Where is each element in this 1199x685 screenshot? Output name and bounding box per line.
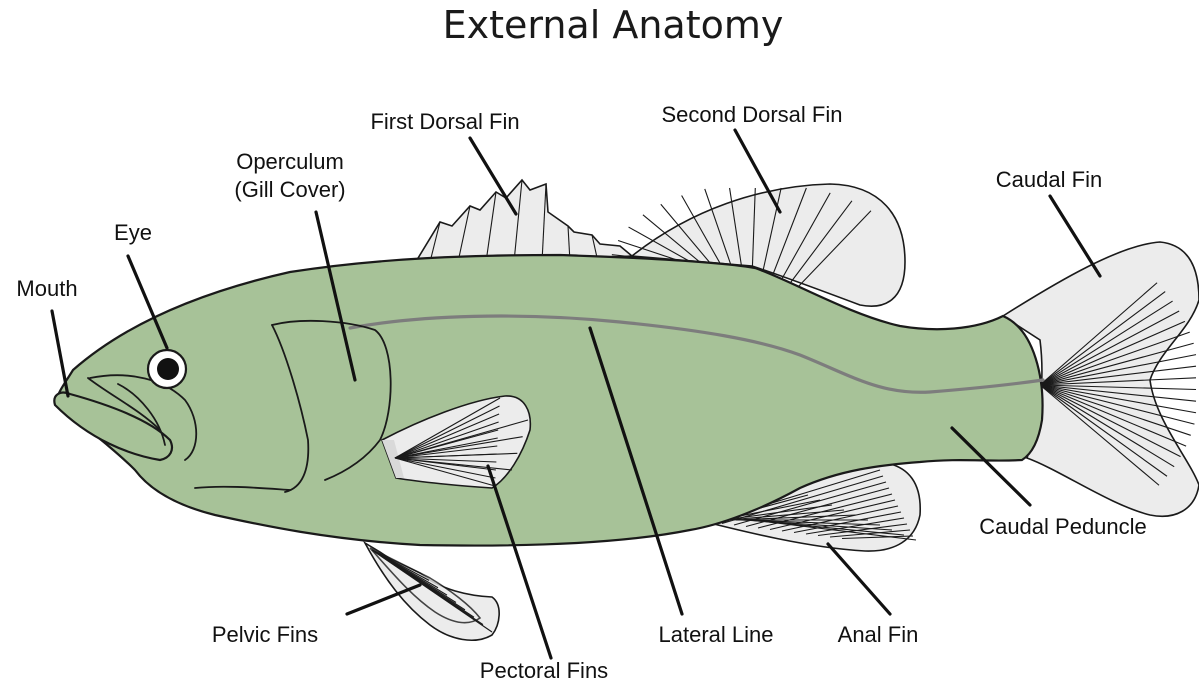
label-eye: Eye	[114, 220, 152, 245]
label-operculum-line2: (Gill Cover)	[234, 177, 345, 202]
diagram-title: External Anatomy	[443, 3, 784, 47]
label-lateral-line: Lateral Line	[659, 622, 774, 647]
pelvic-fins	[365, 543, 499, 640]
leader-mouth	[52, 311, 68, 396]
label-mouth: Mouth	[16, 276, 77, 301]
label-caudal-fin: Caudal Fin	[996, 167, 1102, 192]
label-pelvic-fins: Pelvic Fins	[212, 622, 318, 647]
label-pectoral-fins: Pectoral Fins	[480, 658, 608, 683]
label-caudal-peduncle: Caudal Peduncle	[979, 514, 1147, 539]
label-first-dorsal-fin: First Dorsal Fin	[370, 109, 519, 134]
leader-anal-fin	[828, 544, 890, 614]
leader-caudal-fin	[1050, 196, 1100, 276]
eye-icon	[148, 350, 186, 388]
label-operculum-line1: Operculum	[236, 149, 344, 174]
label-anal-fin: Anal Fin	[838, 622, 919, 647]
label-second-dorsal-fin: Second Dorsal Fin	[662, 102, 843, 127]
